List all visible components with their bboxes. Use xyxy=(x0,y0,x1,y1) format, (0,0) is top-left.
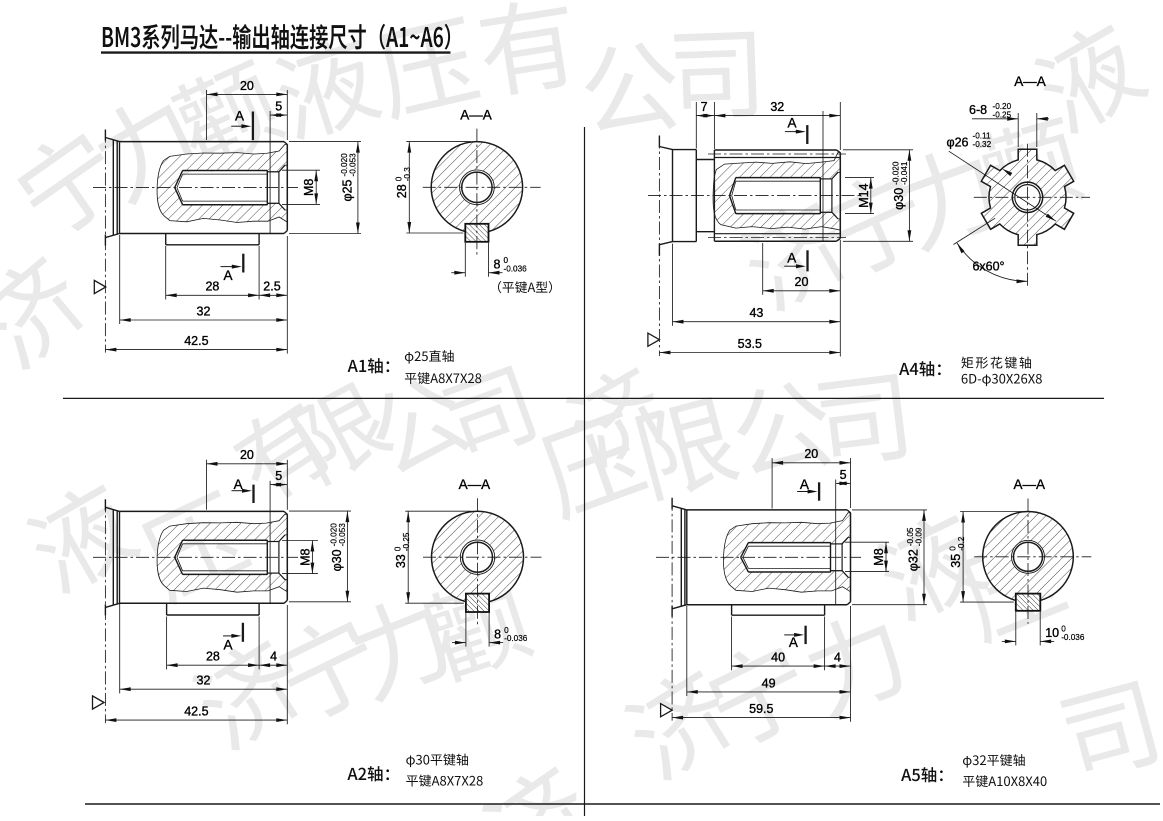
svg-text:φ30: φ30 xyxy=(892,188,906,210)
svg-text:20: 20 xyxy=(795,275,809,289)
svg-text:5: 5 xyxy=(840,468,847,482)
svg-text:φ30: φ30 xyxy=(330,549,344,571)
svg-text:M8: M8 xyxy=(298,548,312,565)
svg-text:φ26: φ26 xyxy=(947,136,969,150)
svg-text:-0.05: -0.05 xyxy=(906,527,915,546)
svg-text:A: A xyxy=(223,638,232,653)
svg-text:A: A xyxy=(223,268,232,283)
svg-text:-0.036: -0.036 xyxy=(1061,633,1085,642)
svg-text:6-8: 6-8 xyxy=(969,103,987,117)
svg-text:59.5: 59.5 xyxy=(749,702,773,716)
svg-text:-0.036: -0.036 xyxy=(504,634,528,643)
svg-text:0: 0 xyxy=(504,256,509,265)
svg-text:2.5: 2.5 xyxy=(263,280,280,294)
svg-text:28: 28 xyxy=(395,184,409,198)
svg-text:-0.020: -0.020 xyxy=(892,161,901,185)
svg-text:A—A: A—A xyxy=(1014,477,1046,492)
svg-text:10: 10 xyxy=(1045,626,1059,640)
svg-text:-0.3: -0.3 xyxy=(403,167,412,182)
svg-text:φ25: φ25 xyxy=(341,179,355,201)
svg-text:-0.25: -0.25 xyxy=(402,532,411,551)
svg-text:A: A xyxy=(787,116,796,131)
svg-text:6x60°: 6x60° xyxy=(972,260,1004,274)
svg-text:A: A xyxy=(787,251,796,266)
svg-text:-0.32: -0.32 xyxy=(973,140,992,149)
svg-text:53.5: 53.5 xyxy=(738,337,762,351)
svg-text:32: 32 xyxy=(770,100,784,114)
svg-text:32: 32 xyxy=(197,674,211,688)
svg-text:42.5: 42.5 xyxy=(184,334,208,348)
svg-text:φ32: φ32 xyxy=(907,549,921,571)
svg-text:-0.2: -0.2 xyxy=(957,536,966,551)
svg-text:0: 0 xyxy=(395,176,404,181)
svg-text:A—A: A—A xyxy=(1014,74,1046,89)
svg-text:A—A: A—A xyxy=(459,477,491,492)
svg-text:A: A xyxy=(800,477,809,492)
svg-text:20: 20 xyxy=(240,448,254,462)
svg-text:-0.020: -0.020 xyxy=(330,523,339,547)
svg-text:-0.09: -0.09 xyxy=(915,527,924,546)
svg-text:20: 20 xyxy=(804,447,818,461)
svg-text:0: 0 xyxy=(949,546,958,551)
svg-text:49: 49 xyxy=(762,676,776,690)
svg-text:-0.036: -0.036 xyxy=(504,264,528,273)
svg-text:7: 7 xyxy=(701,100,708,114)
svg-text:-0.25: -0.25 xyxy=(993,110,1012,119)
svg-text:-0.20: -0.20 xyxy=(993,102,1012,111)
svg-text:40: 40 xyxy=(771,651,785,665)
svg-text:28: 28 xyxy=(206,650,220,664)
svg-text:M8: M8 xyxy=(302,179,316,196)
svg-text:43: 43 xyxy=(749,306,763,320)
svg-text:5: 5 xyxy=(275,469,282,483)
svg-text:-0.053: -0.053 xyxy=(338,523,347,547)
svg-text:-0.11: -0.11 xyxy=(973,131,991,140)
svg-text:32: 32 xyxy=(197,304,211,318)
svg-text:8: 8 xyxy=(494,627,501,641)
svg-text:M14: M14 xyxy=(857,183,871,207)
svg-text:4: 4 xyxy=(834,651,841,665)
svg-text:28: 28 xyxy=(205,280,219,294)
svg-text:0: 0 xyxy=(1061,625,1066,634)
svg-text:4: 4 xyxy=(270,650,277,664)
svg-text:8: 8 xyxy=(494,258,501,272)
svg-text:A: A xyxy=(235,109,244,124)
svg-text:-0.041: -0.041 xyxy=(900,161,909,185)
svg-text:5: 5 xyxy=(275,100,282,114)
svg-text:M8: M8 xyxy=(872,548,886,565)
svg-text:A—A: A—A xyxy=(460,108,492,123)
svg-text:42.5: 42.5 xyxy=(184,705,208,719)
svg-text:20: 20 xyxy=(240,79,254,93)
svg-text:0: 0 xyxy=(504,626,509,635)
svg-text:A: A xyxy=(234,477,243,492)
svg-text:35: 35 xyxy=(949,554,963,568)
svg-text:-0.020: -0.020 xyxy=(340,153,349,177)
svg-text:33: 33 xyxy=(394,554,408,568)
svg-text:0: 0 xyxy=(394,546,403,551)
svg-text:-0.053: -0.053 xyxy=(349,153,358,177)
svg-text:A: A xyxy=(789,635,798,650)
